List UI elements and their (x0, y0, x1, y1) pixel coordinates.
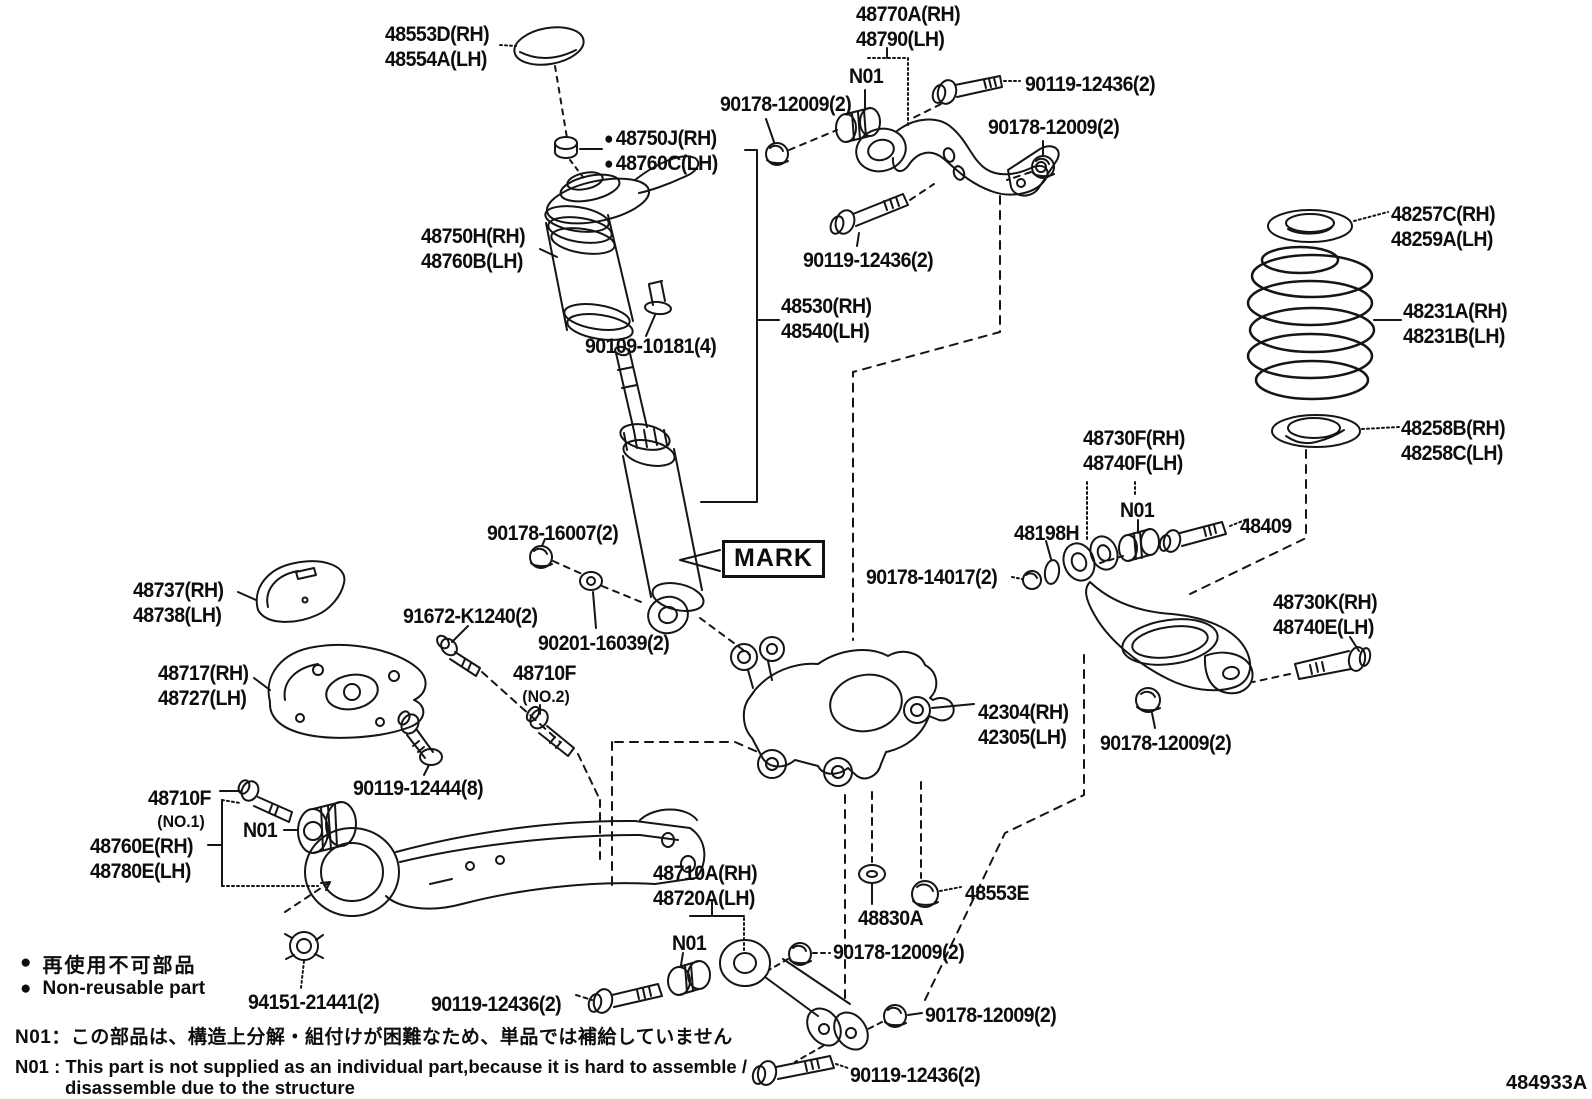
legend-label-en: Non-reusable part (42, 978, 206, 999)
part-label-48530-48540: 48530(RH)48540(LH) (781, 295, 872, 343)
part-label-48830a: 48830A (858, 907, 924, 930)
part-label-48553d-48554a: 48553D(RH)48554A(LH) (385, 23, 490, 71)
part-label-90178-12009-a: 90178-12009(2) (720, 93, 852, 116)
note-n01-en-line2: disassemble due to the structure (65, 1077, 355, 1098)
part-label-48710a-48720a: 48710A(RH)48720A(LH) (653, 862, 758, 910)
part-label-48231a-48231b: 48231A(RH)48231B(LH) (1403, 300, 1508, 348)
part-label-n01-upper-arm: N01 (849, 65, 884, 88)
part-label-48750j-48760c: ●48750J(RH)●48760C(LH) (604, 127, 718, 175)
drawing-washer-90201 (579, 571, 647, 629)
drawing-nut-14017 (1011, 570, 1042, 590)
drawing-protector-48737 (237, 560, 346, 623)
legend: ● 再使用不可部品 ● Non-reusable part (20, 950, 205, 1002)
part-label-90119-12436-top: 90119-12436(2) (1025, 73, 1156, 96)
part-label-90178-12009-e: 90178-12009(2) (925, 1004, 1057, 1027)
legend-label-jp: 再使用不可部品 (42, 954, 197, 977)
part-label-48737-48738: 48737(RH)48738(LH) (133, 579, 224, 627)
drawing-strut-rod (575, 901, 869, 1051)
part-label-94151-21441: 94151-21441(2) (248, 991, 380, 1014)
part-label-42304-42305: 42304(RH)42305(LH) (978, 701, 1069, 749)
drawing-dust-cover (539, 205, 634, 341)
part-label-90178-14017: 90178-14017(2) (866, 566, 998, 589)
non-reusable-dot: ● (604, 129, 614, 148)
leader-arm-to-knuckle (852, 195, 1001, 641)
note-n01-en-line1: N01 : This part is not supplied as an in… (15, 1056, 747, 1077)
drawing-bolt-91672 (436, 625, 561, 743)
legend-row-jp: ● 再使用不可部品 (20, 950, 205, 977)
drawing-shock-absorber (614, 149, 780, 635)
mark-arrow (679, 549, 721, 572)
part-label-90178-12009-d: 90178-12009(2) (833, 941, 965, 964)
drawing-knuckle (699, 617, 975, 787)
drawing-nut-12009-a (765, 118, 838, 166)
part-label-48710f-no2: 48710F(NO.2) (513, 662, 576, 706)
part-label-48760e-48780e: 48760E(RH)48780E(LH) (90, 835, 194, 883)
drawing-nut-12009-b (1006, 140, 1055, 181)
part-label-n01-trailing-arm: N01 (243, 819, 278, 842)
non-reusable-dot: ● (20, 952, 32, 973)
drawing-trailing-arm (207, 779, 706, 989)
drawing-bolt-12444 (397, 710, 443, 776)
part-label-91672-k1240: 91672-K1240(2) (403, 605, 538, 628)
note-n01-jp: N01：この部品は、構造上分解・組付けが困難なため、単品では補給していません (15, 1027, 733, 1048)
part-label-48770a-48790: 48770A(RH)48790(LH) (856, 3, 961, 51)
drawing-nut-12009-c (1135, 687, 1161, 729)
legend-row-en: ● Non-reusable part (20, 976, 205, 1002)
drawing-bolt-12436-mid (829, 183, 935, 247)
drawing-48198h (1043, 540, 1061, 585)
non-reusable-dot: ● (604, 154, 614, 173)
drawing-nut-48553e (911, 781, 962, 908)
part-label-48258b-48258c: 48258B(RH)48258C(LH) (1401, 417, 1506, 465)
part-label-n01-lower-arm: N01 (1120, 499, 1155, 522)
drawing-screw-90109 (644, 280, 672, 337)
drawing-coil-spring (1246, 245, 1402, 401)
drawing-nut-12009-d (768, 942, 831, 971)
drawing-support-cap (499, 26, 585, 139)
drawing-spring-insulator-lower (1189, 414, 1400, 595)
part-label-90178-12009-c: 90178-12009(2) (1100, 732, 1232, 755)
part-label-90178-16007: 90178-16007(2) (487, 522, 619, 545)
drawing-bolt-48409 (1158, 519, 1246, 553)
part-label-90119-12444: 90119-12444(8) (353, 777, 484, 800)
part-label-90178-12009-b: 90178-12009(2) (988, 116, 1120, 139)
part-label-48750h-48760b: 48750H(RH)48760B(LH) (421, 225, 526, 273)
footnotes: N01：この部品は、構造上分解・組付けが困難なため、単品では補給していません N… (15, 1022, 747, 1098)
part-label-90119-12436-mid: 90119-12436(2) (803, 249, 934, 272)
part-label-48198h: 48198H (1014, 522, 1080, 545)
part-label-48730k-48740e: 48730K(RH)48740E(LH) (1273, 591, 1378, 639)
drawing-bolt-12436-top (908, 75, 1021, 121)
non-reusable-dot: ● (20, 978, 32, 999)
drawing-bolt-48710f-no2 (525, 704, 601, 861)
drawing-spring-insulator-upper (1267, 209, 1389, 243)
part-label-90109-10181: 90109-10181(4) (585, 335, 717, 358)
part-label-90119-12436-arm: 90119-12436(2) (431, 993, 562, 1016)
part-label-48710f-no1: 48710F(NO.1) (148, 787, 211, 831)
part-label-48730f-48740f: 48730F(RH)48740F(LH) (1083, 427, 1185, 475)
part-label-48409: 48409 (1240, 515, 1292, 538)
drawing-upper-control-arm (855, 47, 1060, 197)
drawing-bolt-48730k (1252, 636, 1372, 683)
part-label-48553e: 48553E (965, 882, 1030, 905)
part-label-48257c-48259a: 48257C(RH)48259A(LH) (1391, 203, 1496, 251)
drawing-washer-48830a (858, 791, 886, 905)
part-label-48717-48727: 48717(RH)48727(LH) (158, 662, 249, 710)
drawing-bushing-n01-lower (1099, 519, 1160, 564)
leader-knuckle-to-arm (611, 741, 761, 887)
part-label-90201-16039: 90201-16039(2) (538, 632, 670, 655)
part-label-90119-12436-bottom: 90119-12436(2) (850, 1064, 981, 1087)
part-label-mark: MARK (722, 540, 825, 578)
drawing-bolt-12436-bottom (751, 1045, 849, 1086)
leader-arm-to-nut (924, 654, 1085, 1001)
drawing-bushing-n01-upper (835, 89, 881, 143)
drawing-nut-12009-e (865, 1004, 923, 1031)
drawing-nut-16007 (529, 538, 583, 575)
drawing-lower-arm-1 (1062, 481, 1254, 695)
diagram-id: 484933A (1506, 1072, 1588, 1094)
drawing-protector-48717 (253, 643, 427, 739)
part-label-n01-strut-rod: N01 (672, 932, 707, 955)
